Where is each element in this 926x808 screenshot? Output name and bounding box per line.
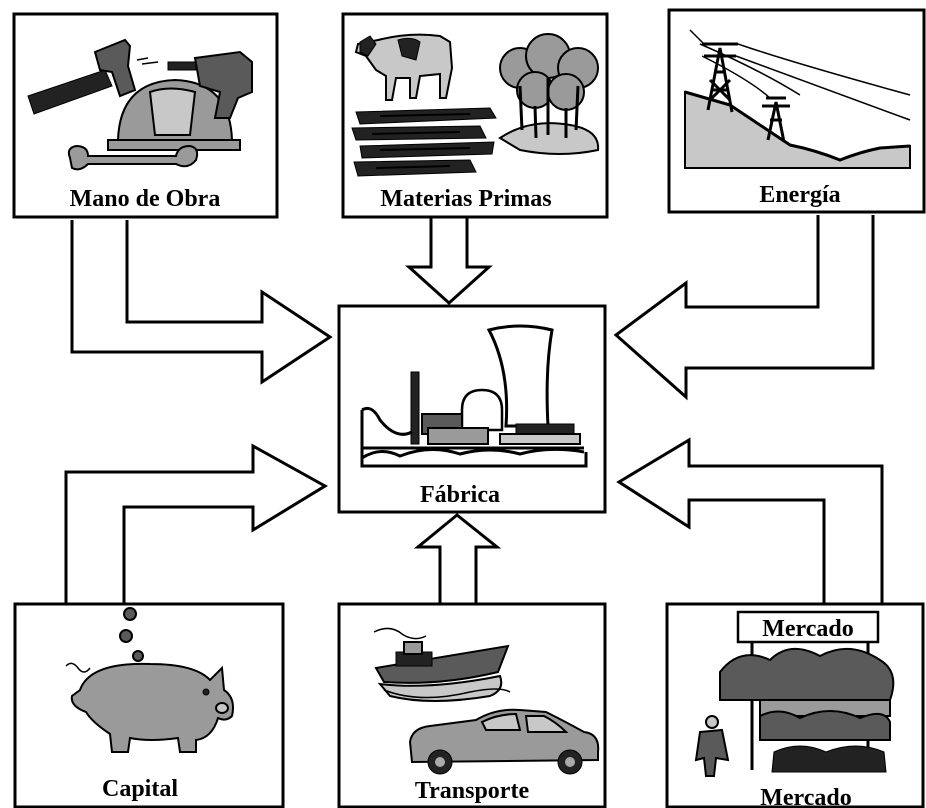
ship-car-icon [373,627,600,775]
piggy-bank-icon [65,607,234,753]
capital-label: Capital [102,776,178,802]
labor-label: Mano de Obra [70,186,221,212]
market-stall-icon: Mercado [694,610,895,777]
materials-label: Materias Primas [380,186,551,212]
tools-hardhat-icon [27,38,253,171]
cow-trees-logs-icon [351,33,600,177]
arrow-transport-to-factory [413,513,502,604]
market-label: Mercado [760,785,852,808]
power-pylon-icon [684,29,911,169]
market-sign-label: Mercado [762,616,854,642]
arrow-labor-to-factory [70,220,333,385]
market-sign [736,610,880,644]
transport-label: Transporte [415,778,530,804]
factory-icon [360,324,588,468]
transport-box [337,602,607,808]
arrow-energy-to-factory [613,215,875,401]
energy-label: Energía [759,182,840,208]
arrow-market-to-factory [616,437,884,604]
factory-label: Fábrica [420,482,500,508]
arrow-materials-to-factory [405,218,493,306]
arrow-capital-to-factory [64,443,328,604]
